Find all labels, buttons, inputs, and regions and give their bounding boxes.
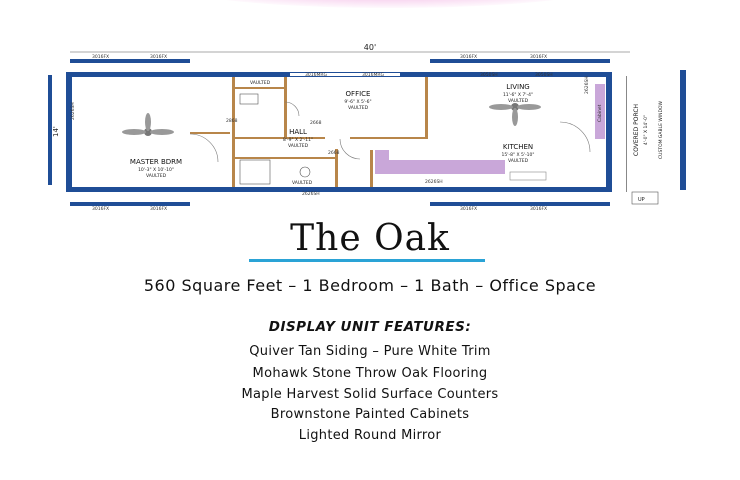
interior-wall xyxy=(350,137,428,139)
door-label: 2668 xyxy=(310,120,322,126)
window-label: 3016FX xyxy=(460,206,477,212)
page-title: The Oak xyxy=(290,218,450,259)
office-size: 9'-6" X 5'-6" xyxy=(344,99,371,105)
kitchen-size: 15'-8" X 5'-10" xyxy=(502,152,535,158)
kitchen-label: KITCHEN xyxy=(503,143,533,151)
window-band xyxy=(70,202,190,206)
living-size: 11'-6" X 7'-4" xyxy=(503,92,533,98)
porch-edge xyxy=(626,76,627,192)
vanity xyxy=(239,93,259,105)
porch-label: COVERED PORCH xyxy=(633,104,640,156)
window-label: 3016MRG xyxy=(362,72,384,78)
door-swing xyxy=(339,138,361,160)
window-band xyxy=(430,59,610,63)
ceiling-fan-icon xyxy=(489,103,541,126)
window-label: 2626SH xyxy=(70,102,76,120)
window-label: 2626SH xyxy=(584,76,590,94)
window-band xyxy=(430,202,610,206)
door-label: 2868 xyxy=(226,118,238,124)
feature-item: Lighted Round Mirror xyxy=(298,428,442,443)
window-label: 3050SH xyxy=(535,72,553,78)
interior-wall xyxy=(370,150,373,187)
toilet xyxy=(299,166,311,178)
top-pink-glow xyxy=(170,0,610,8)
master-bedroom-label: MASTER BDRM xyxy=(130,158,182,166)
porch-steps xyxy=(631,191,659,205)
cabinet-label: Cabinet xyxy=(597,104,603,122)
closet-ceiling: VAULTED xyxy=(250,80,271,86)
hall-size: 8'-9" X 2'-11" xyxy=(283,137,313,143)
window-label: 3016FX xyxy=(530,206,547,212)
bath-ceiling: VAULTED xyxy=(292,180,313,186)
title-underline xyxy=(249,259,485,262)
porch-size: 4'-0" X 14'-0" xyxy=(643,115,649,145)
window-label: 2626SH xyxy=(425,179,443,185)
window-label: 2626SH xyxy=(302,191,320,197)
kitchen-counter xyxy=(375,150,389,174)
office-label: OFFICE xyxy=(346,90,371,98)
window-label: 3016FX xyxy=(530,54,547,60)
living-ceiling: VAULTED xyxy=(508,98,529,104)
shower xyxy=(239,159,271,185)
feature-item: Maple Harvest Solid Surface Counters xyxy=(241,387,499,402)
left-siding xyxy=(48,75,52,185)
door-swing xyxy=(559,121,591,153)
kitchen-ceiling: VAULTED xyxy=(508,158,529,164)
porch-rail xyxy=(680,70,686,190)
hall-label: HALL xyxy=(289,128,307,136)
east-wall xyxy=(606,72,612,192)
master-bedroom-size: 10'-3" X 10'-10" xyxy=(138,167,174,173)
porch-window-label: CUSTOM GABLE WINDOW xyxy=(658,100,664,158)
window-label: 3016FX xyxy=(92,54,109,60)
feature-item: Brownstone Painted Cabinets xyxy=(270,407,470,422)
cabinet xyxy=(595,84,605,139)
kitchen-sink xyxy=(509,171,547,181)
window-label: 3050SH xyxy=(480,72,498,78)
door-swing xyxy=(189,133,219,163)
door-label: 2668 xyxy=(328,150,340,156)
interior-wall xyxy=(425,77,428,137)
window-label: 3016FX xyxy=(150,206,167,212)
window-band xyxy=(70,59,190,63)
south-wall xyxy=(70,187,610,192)
window-label: 3016MRG xyxy=(305,72,327,78)
depth-dimension: 14' xyxy=(52,126,60,137)
hall-ceiling: VAULTED xyxy=(288,143,309,149)
window-label: 3016FX xyxy=(92,206,109,212)
living-label: LIVING xyxy=(506,83,529,91)
window-label: 3016FX xyxy=(460,54,477,60)
up-label: UP xyxy=(638,197,645,203)
window-label: 3016FX xyxy=(150,54,167,60)
window-opening xyxy=(290,73,400,76)
floor-plan: 40' 3016FX 3016FX 3016FX 3016FX 14' 3016… xyxy=(48,43,686,212)
interior-wall xyxy=(235,87,284,89)
kitchen-counter xyxy=(375,160,505,174)
interior-wall xyxy=(190,132,230,134)
interior-wall xyxy=(335,149,338,187)
interior-wall xyxy=(235,157,335,159)
west-wall xyxy=(66,72,72,192)
feature-item: Mohawk Stone Throw Oak Flooring xyxy=(252,366,488,381)
interior-wall xyxy=(284,77,287,137)
subtitle: 560 Square Feet – 1 Bedroom – 1 Bath – O… xyxy=(143,276,597,295)
feature-item: Quiver Tan Siding – Pure White Trim xyxy=(249,344,491,359)
door-swing xyxy=(284,101,300,117)
ceiling-fan-icon xyxy=(122,113,174,136)
master-bedroom-ceiling: VAULTED xyxy=(146,173,167,179)
interior-wall xyxy=(232,77,235,187)
width-dimension: 40' xyxy=(364,43,376,52)
interior-wall xyxy=(235,137,325,139)
office-ceiling: VAULTED xyxy=(348,105,369,111)
features-heading: DISPLAY UNIT FEATURES: xyxy=(268,319,472,335)
